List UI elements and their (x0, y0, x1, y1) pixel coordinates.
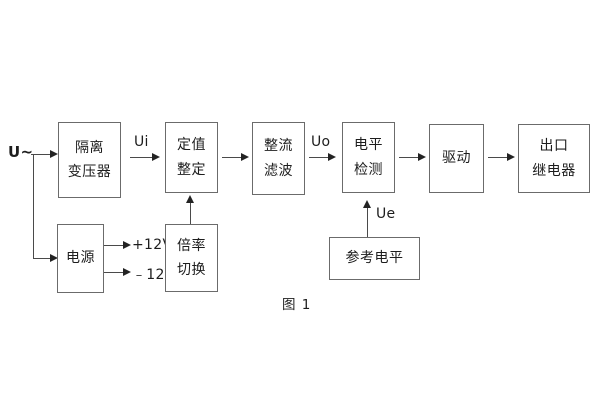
block-output-relay: 出口 继电器 (518, 124, 590, 193)
wire-level-to-drive (399, 157, 421, 159)
block-power-supply: 电源 (57, 224, 104, 293)
arrowhead-into-power-supply (50, 254, 58, 262)
label-rail-positive: +12V (132, 237, 173, 253)
block-isolation-transformer-line2: 变压器 (67, 164, 112, 180)
wire-reference-to-level (367, 206, 369, 237)
block-reference-level-line1: 参考电平 (345, 250, 404, 267)
block-isolation-transformer-line1: 隔离 (75, 139, 104, 156)
block-rectify-filter-line2: 滤波 (264, 162, 293, 179)
wire-bus-vertical (33, 154, 35, 259)
block-rectify-filter-line1: 整流 (264, 138, 293, 154)
wire-bus-to-power-supply (33, 258, 53, 260)
label-signal-ue: Ue (376, 206, 396, 222)
arrowhead-multiplier-to-setting (186, 195, 194, 203)
wire-rail-positive (104, 245, 125, 247)
block-setting-value-line1: 定值 (177, 137, 206, 153)
block-level-detect-line2: 检测 (354, 161, 383, 178)
wire-isolation-to-setting (130, 157, 154, 159)
label-rail-negative: ﹣12V (132, 267, 175, 283)
arrowhead-isolation-to-setting (152, 153, 160, 161)
block-drive: 驱动 (429, 124, 484, 193)
source-label-u: U~ (8, 143, 34, 161)
block-output-relay-line1: 出口 (539, 138, 569, 154)
block-isolation-transformer: 隔离 变压器 (58, 122, 121, 198)
block-level-detect-line1: 电平 (354, 137, 383, 153)
wire-multiplier-to-setting (190, 201, 192, 224)
block-reference-level: 参考电平 (329, 237, 420, 280)
wire-rail-negative (104, 272, 125, 274)
arrowhead-into-isolation (50, 150, 58, 158)
label-signal-uo: Uo (311, 134, 331, 150)
arrowhead-rail-positive (123, 241, 131, 249)
arrowhead-reference-to-level (363, 200, 371, 208)
block-rectify-filter: 整流 滤波 (252, 122, 305, 195)
arrowhead-rectify-to-level (328, 153, 336, 161)
wire-bus-to-isolation (33, 154, 53, 156)
arrowhead-rail-negative (123, 268, 131, 276)
arrowhead-drive-to-relay (507, 153, 515, 161)
block-setting-value: 定值 整定 (165, 122, 218, 193)
block-power-supply-line1: 电源 (66, 250, 95, 267)
arrowhead-level-to-drive (418, 153, 426, 161)
block-output-relay-line2: 继电器 (532, 162, 576, 179)
block-drive-line1: 驱动 (442, 150, 471, 167)
block-multiplier-switch-line2: 切换 (177, 262, 206, 278)
wire-rectify-to-level (309, 157, 331, 159)
wire-drive-to-relay (488, 157, 510, 159)
block-level-detect: 电平 检测 (342, 122, 395, 193)
block-multiplier-switch-line1: 倍率 (177, 237, 206, 254)
label-signal-ui: Ui (134, 134, 149, 150)
wire-setting-to-rectify (222, 157, 244, 159)
figure-caption: 图 1 (282, 297, 312, 313)
arrowhead-setting-to-rectify (241, 153, 249, 161)
block-setting-value-line2: 整定 (177, 161, 206, 178)
block-multiplier-switch: 倍率 切换 (165, 224, 218, 292)
